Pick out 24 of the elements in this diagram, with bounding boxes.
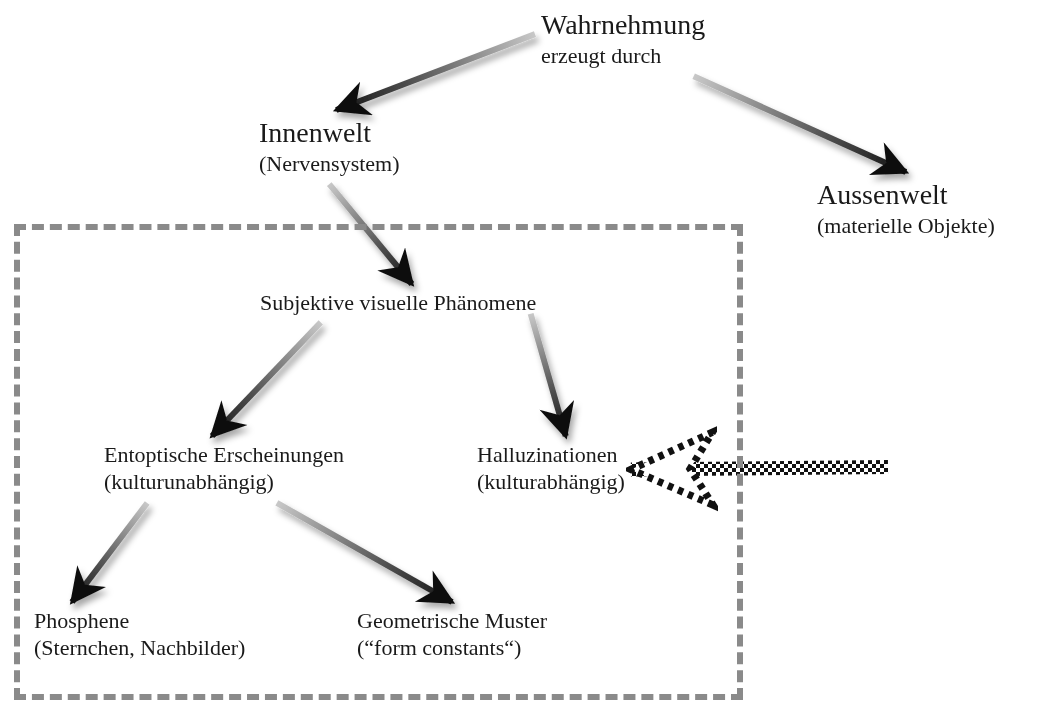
node-title: Geometrische Muster [357, 608, 547, 635]
dashed-frame [14, 224, 743, 700]
arrow [326, 182, 415, 287]
node-subtitle: erzeugt durch [541, 41, 663, 70]
arrow [692, 73, 910, 176]
node-title: Subjektive visuelle Phänomene [260, 290, 537, 317]
node-title: Phosphene [34, 608, 131, 635]
arrow [69, 501, 150, 605]
node-subtitle: (Nervensystem) [259, 149, 400, 178]
node-title: Aussenwelt [817, 178, 949, 212]
node-subtitle: (kulturunabhängig) [104, 468, 275, 497]
arrow [209, 320, 323, 439]
node-subtitle: (kulturabhängig) [477, 468, 625, 497]
node-title: Halluzinationen [477, 442, 619, 469]
arrow [275, 500, 456, 605]
node-title: Innenwelt [259, 116, 372, 150]
node-subtitle: (“form constants“) [357, 634, 523, 663]
block-arrow [627, 428, 889, 509]
node-subtitle: (materielle Objekte) [817, 211, 995, 240]
arrow [332, 31, 537, 116]
node-subtitle: (Sternchen, Nachbilder) [34, 634, 246, 663]
node-title: Wahrnehmung [541, 8, 706, 42]
arrow [527, 312, 575, 440]
node-title: Entoptische Erscheinungen [104, 442, 345, 469]
